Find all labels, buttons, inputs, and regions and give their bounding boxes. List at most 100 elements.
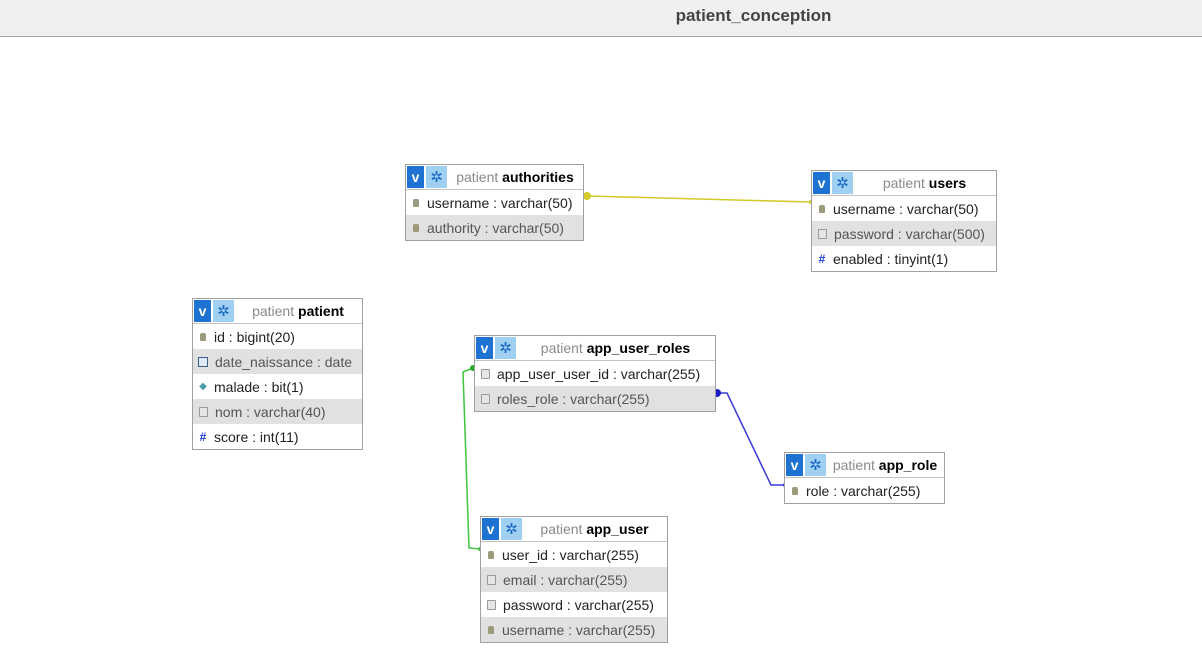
- table-header[interactable]: v ✲ patient app_user_roles: [475, 336, 715, 361]
- column-row[interactable]: # enabled : tinyint(1): [812, 246, 996, 271]
- table-patient[interactable]: v ✲ patient patient id : bigint(20) date…: [192, 298, 363, 450]
- bit-icon: ◆: [199, 380, 207, 392]
- column-label: password : varchar(255): [503, 596, 654, 613]
- table-title: patient app_user: [522, 521, 667, 537]
- table-options-button[interactable]: ✲: [213, 300, 234, 322]
- database-name: patient: [832, 457, 875, 473]
- database-name: patient: [456, 169, 499, 185]
- relation-authorities-users[interactable]: [586, 195, 812, 203]
- key-icon: [200, 332, 206, 341]
- key-icon: [819, 204, 825, 213]
- column-label: roles_role : varchar(255): [497, 390, 650, 407]
- key-icon: [413, 223, 419, 232]
- column-icon: [481, 393, 490, 404]
- gear-icon: ✲: [499, 339, 512, 357]
- column-label: username : varchar(50): [833, 200, 979, 217]
- table-app-user-roles[interactable]: v ✲ patient app_user_roles app_user_user…: [474, 335, 716, 412]
- column-label: user_id : varchar(255): [502, 546, 639, 563]
- column-row[interactable]: username : varchar(50): [406, 190, 583, 215]
- table-app-user[interactable]: v ✲ patient app_user user_id : varchar(2…: [480, 516, 668, 643]
- column-label: id : bigint(20): [214, 328, 295, 345]
- column-label: nom : varchar(40): [215, 403, 326, 420]
- column-label: app_user_user_id : varchar(255): [497, 365, 701, 382]
- column-label: email : varchar(255): [503, 571, 628, 588]
- view-button[interactable]: v: [407, 166, 424, 188]
- title-bar: patient_conception: [0, 0, 1202, 37]
- table-name: users: [928, 175, 967, 191]
- column-label: username : varchar(255): [502, 621, 656, 638]
- view-button[interactable]: v: [786, 454, 803, 476]
- table-title: patient app_user_roles: [516, 340, 715, 356]
- column-icon: [481, 368, 490, 379]
- column-label: enabled : tinyint(1): [833, 250, 949, 267]
- column-row[interactable]: nom : varchar(40): [193, 399, 362, 424]
- column-icon: [818, 228, 827, 239]
- table-users[interactable]: v ✲ patient users username : varchar(50)…: [811, 170, 997, 272]
- column-row[interactable]: authority : varchar(50): [406, 215, 583, 240]
- database-name: patient: [540, 340, 583, 356]
- column-row[interactable]: email : varchar(255): [481, 567, 667, 592]
- column-row[interactable]: # score : int(11): [193, 424, 362, 449]
- column-label: score : int(11): [214, 428, 299, 445]
- gear-icon: ✲: [836, 174, 849, 192]
- view-button[interactable]: v: [476, 337, 493, 359]
- column-row[interactable]: app_user_user_id : varchar(255): [475, 361, 715, 386]
- database-name: patient: [882, 175, 925, 191]
- relation-app-user-roles-app-role[interactable]: [717, 392, 785, 486]
- table-name: authorities: [502, 169, 574, 185]
- page-title: patient_conception: [675, 6, 832, 25]
- column-row[interactable]: date_naissance : date: [193, 349, 362, 374]
- key-icon: [488, 625, 494, 634]
- column-row[interactable]: password : varchar(500): [812, 221, 996, 246]
- column-icon: [487, 574, 496, 585]
- column-row[interactable]: username : varchar(50): [812, 196, 996, 221]
- table-header[interactable]: v ✲ patient patient: [193, 299, 362, 324]
- key-icon: [488, 550, 494, 559]
- table-title: patient patient: [234, 303, 362, 319]
- view-button[interactable]: v: [194, 300, 211, 322]
- gear-icon: ✲: [217, 302, 230, 320]
- column-label: username : varchar(50): [427, 194, 573, 211]
- calendar-icon: [198, 356, 208, 367]
- table-name: app_user_roles: [586, 340, 691, 356]
- table-name: app_user: [586, 521, 649, 537]
- column-row[interactable]: id : bigint(20): [193, 324, 362, 349]
- table-options-button[interactable]: ✲: [501, 518, 522, 540]
- table-header[interactable]: v ✲ patient app_role: [785, 453, 944, 478]
- column-row[interactable]: ◆ malade : bit(1): [193, 374, 362, 399]
- view-button[interactable]: v: [482, 518, 499, 540]
- table-header[interactable]: v ✲ patient app_user: [481, 517, 667, 542]
- table-authorities[interactable]: v ✲ patient authorities username : varch…: [405, 164, 584, 241]
- gear-icon: ✲: [505, 520, 518, 538]
- table-options-button[interactable]: ✲: [832, 172, 853, 194]
- table-title: patient users: [853, 175, 996, 191]
- gear-icon: ✲: [430, 168, 443, 186]
- database-name: patient: [252, 303, 295, 319]
- relation-app-user-roles-app-user[interactable]: [462, 367, 481, 550]
- column-row[interactable]: user_id : varchar(255): [481, 542, 667, 567]
- table-header[interactable]: v ✲ patient users: [812, 171, 996, 196]
- column-label: malade : bit(1): [214, 378, 304, 395]
- column-label: role : varchar(255): [806, 482, 921, 499]
- column-row[interactable]: username : varchar(255): [481, 617, 667, 642]
- table-options-button[interactable]: ✲: [495, 337, 516, 359]
- hash-icon: #: [818, 251, 826, 266]
- table-header[interactable]: v ✲ patient authorities: [406, 165, 583, 190]
- table-title: patient authorities: [447, 169, 583, 185]
- column-label: date_naissance : date: [215, 353, 352, 370]
- table-options-button[interactable]: ✲: [426, 166, 447, 188]
- hash-icon: #: [199, 429, 207, 444]
- database-name: patient: [540, 521, 583, 537]
- table-app-role[interactable]: v ✲ patient app_role role : varchar(255): [784, 452, 945, 504]
- key-icon: [413, 198, 419, 207]
- view-button[interactable]: v: [813, 172, 830, 194]
- column-row[interactable]: roles_role : varchar(255): [475, 386, 715, 411]
- column-row[interactable]: password : varchar(255): [481, 592, 667, 617]
- column-label: authority : varchar(50): [427, 219, 564, 236]
- column-row[interactable]: role : varchar(255): [785, 478, 944, 503]
- key-icon: [792, 486, 798, 495]
- table-title: patient app_role: [826, 457, 944, 473]
- table-options-button[interactable]: ✲: [805, 454, 826, 476]
- column-icon: [199, 406, 208, 417]
- column-icon: [487, 599, 496, 610]
